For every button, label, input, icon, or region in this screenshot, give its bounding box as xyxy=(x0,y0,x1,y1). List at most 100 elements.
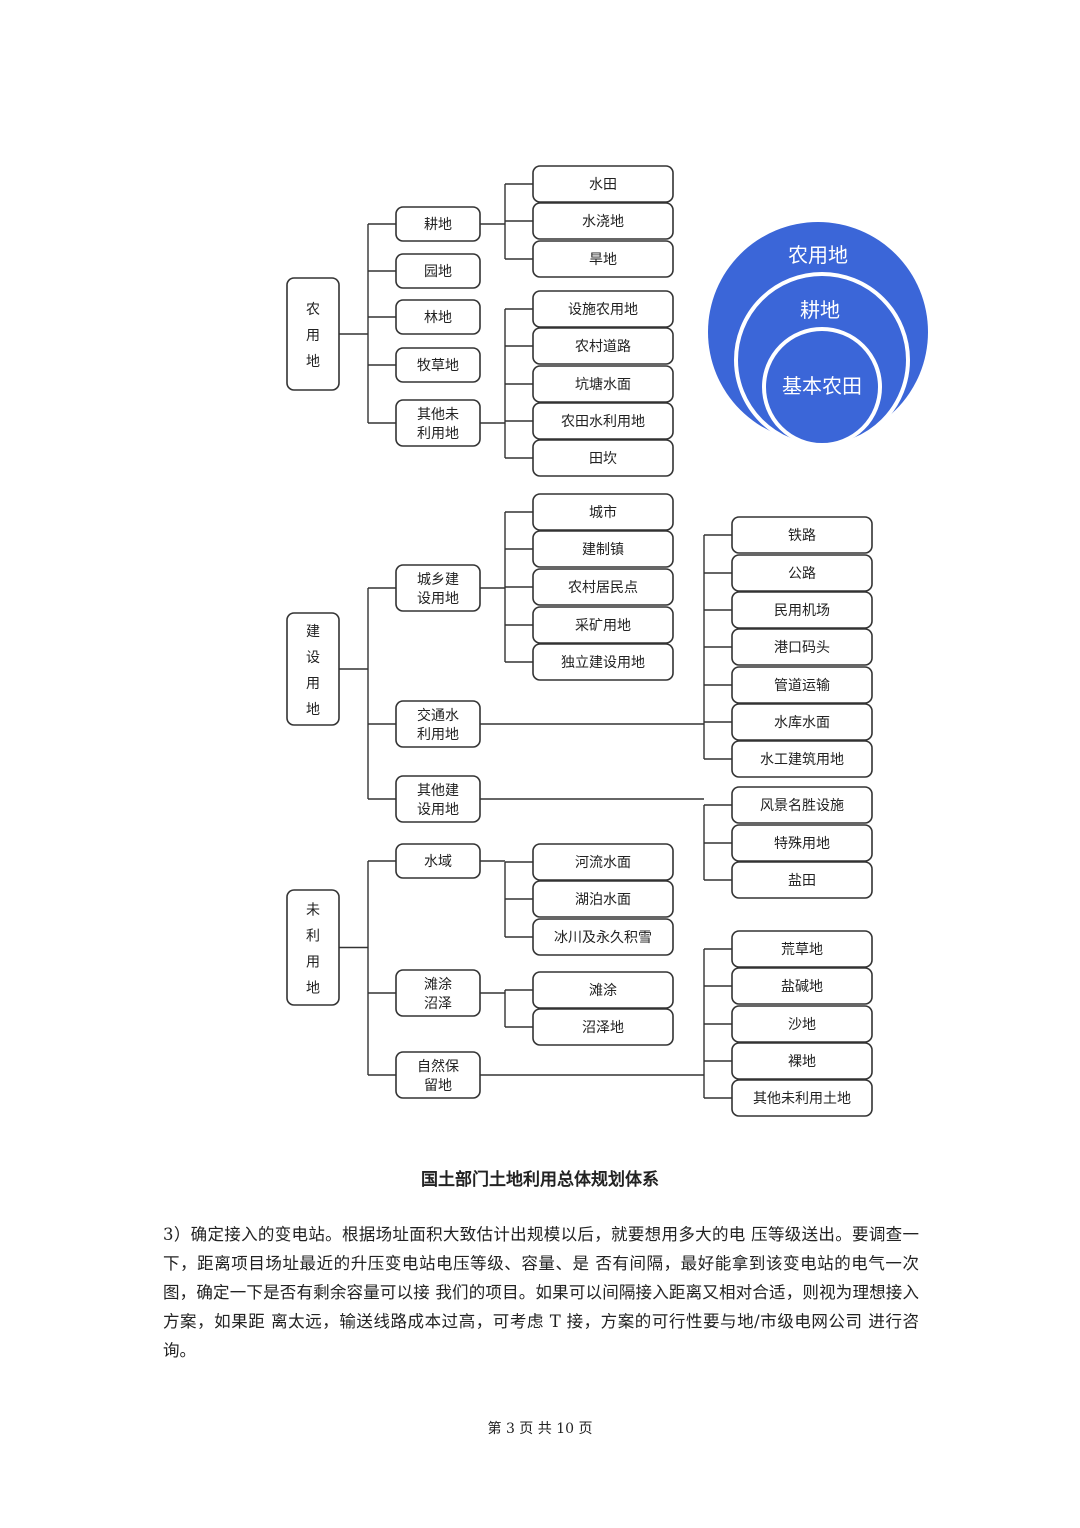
category-node: 水域 xyxy=(395,843,481,879)
leaf-node: 民用机场 xyxy=(731,591,873,629)
root-label-char: 用 xyxy=(306,676,320,692)
node-label: 风景名胜设施 xyxy=(760,798,844,814)
node-label: 沙地 xyxy=(788,1017,816,1033)
leaf-node: 冰川及永久积雪 xyxy=(532,918,674,956)
node-label: 盐田 xyxy=(788,873,816,889)
node-label: 水田 xyxy=(589,177,617,193)
root-label-char: 地 xyxy=(306,981,320,997)
node-label: 冰川及永久积雪 xyxy=(554,930,652,946)
node-label-line1: 其他未 xyxy=(417,407,459,423)
leaf-node: 沙地 xyxy=(731,1005,873,1043)
leaf-node: 铁路 xyxy=(731,516,873,554)
root-label-char: 地 xyxy=(306,354,320,370)
node-label: 其他未利用土地 xyxy=(753,1091,851,1107)
node-label-line2: 利用地 xyxy=(417,727,459,743)
root-label-char: 用 xyxy=(306,955,320,971)
root-label-char: 利 xyxy=(306,929,320,945)
node-label: 民用机场 xyxy=(774,603,830,619)
node-label-line1: 滩涂 xyxy=(424,977,452,993)
body-paragraph: 3）确定接入的变电站。根据场址面积大致估计出规模以后，就要想用多大的电 压等级送… xyxy=(163,1225,919,1360)
node-label: 坑塘水面 xyxy=(575,377,631,393)
leaf-node: 独立建设用地 xyxy=(532,643,674,681)
node-label: 水工建筑用地 xyxy=(760,752,844,768)
node-label-line2: 沼泽 xyxy=(424,996,452,1012)
leaf-node: 水库水面 xyxy=(731,703,873,741)
node-label: 城市 xyxy=(589,504,617,521)
node-label: 设施农用地 xyxy=(568,302,638,318)
leaf-node: 盐田 xyxy=(731,861,873,899)
node-label: 牧草地 xyxy=(417,358,459,374)
node-label: 田坎 xyxy=(589,451,617,467)
node-label: 沼泽地 xyxy=(582,1020,624,1036)
root-label-char: 用 xyxy=(306,328,320,344)
leaf-node: 其他未利用土地 xyxy=(731,1079,873,1117)
node-label: 湖泊水面 xyxy=(575,892,631,908)
node-label-line2: 设用地 xyxy=(417,591,459,607)
node-label: 水浇地 xyxy=(582,214,624,230)
leaf-node: 风景名胜设施 xyxy=(731,786,873,824)
circle-label-outer: 农用地 xyxy=(788,243,848,267)
leaf-node: 港口码头 xyxy=(731,628,873,666)
category-node: 园地 xyxy=(395,253,481,289)
root-label-char: 建 xyxy=(306,624,320,640)
root-label-char: 农 xyxy=(306,302,320,318)
leaf-node: 滩涂 xyxy=(532,971,674,1009)
circle-label-inner: 基本农田 xyxy=(782,374,862,398)
leaf-node: 水浇地 xyxy=(532,202,674,240)
node-label: 园地 xyxy=(424,264,452,280)
leaf-node: 建制镇 xyxy=(532,530,674,568)
node-label: 荒草地 xyxy=(781,942,823,958)
leaf-node: 湖泊水面 xyxy=(532,880,674,918)
node-label: 耕地 xyxy=(424,216,452,233)
node-label: 港口码头 xyxy=(774,640,830,656)
leaf-node: 特殊用地 xyxy=(731,824,873,862)
leaf-node: 农村道路 xyxy=(532,327,674,365)
leaf-node: 城市 xyxy=(532,493,674,531)
leaf-node: 坑塘水面 xyxy=(532,365,674,403)
leaf-node: 水田 xyxy=(532,165,674,203)
node-label: 水库水面 xyxy=(774,715,830,731)
leaf-node: 旱地 xyxy=(532,240,674,278)
concentric-circles-diagram: 农用地 耕地 基本农田 xyxy=(708,222,928,448)
node-label: 盐碱地 xyxy=(781,979,823,995)
node-label: 河流水面 xyxy=(575,855,631,871)
page-footer: 第 3 页 共 10 页 xyxy=(487,1421,593,1437)
root-label-char: 地 xyxy=(306,702,320,718)
circle-inner xyxy=(762,327,882,447)
node-label: 采矿用地 xyxy=(575,618,631,634)
category-node: 林地 xyxy=(395,299,481,335)
node-label: 水域 xyxy=(424,854,452,870)
root-label-char: 未 xyxy=(306,903,320,919)
node-label-line1: 城乡建 xyxy=(417,572,459,588)
leaf-node: 农村居民点 xyxy=(532,568,674,606)
leaf-node: 沼泽地 xyxy=(532,1008,674,1046)
leaf-node: 管道运输 xyxy=(731,666,873,704)
node-label-line1: 自然保 xyxy=(417,1058,459,1075)
figure-caption: 国土部门土地利用总体规划体系 xyxy=(421,1170,659,1190)
leaf-node: 河流水面 xyxy=(532,843,674,881)
node-label: 裸地 xyxy=(788,1054,816,1070)
leaf-node: 荒草地 xyxy=(731,930,873,968)
node-label-line1: 其他建 xyxy=(417,783,459,799)
circle-label-middle: 耕地 xyxy=(800,298,840,322)
node-label: 旱地 xyxy=(589,252,617,268)
leaf-node: 裸地 xyxy=(731,1042,873,1080)
node-label: 建制镇 xyxy=(582,542,624,558)
category-node: 耕地 xyxy=(395,206,481,242)
root-label-char: 设 xyxy=(306,650,320,666)
node-label-line2: 设用地 xyxy=(417,802,459,818)
leaf-node: 公路 xyxy=(731,554,873,592)
leaf-node: 设施农用地 xyxy=(532,290,674,328)
root-node: 建设用地 xyxy=(286,612,340,726)
leaf-node: 盐碱地 xyxy=(731,967,873,1005)
node-label-line2: 利用地 xyxy=(417,426,459,442)
node-label: 农村道路 xyxy=(575,339,631,355)
leaf-node: 田坎 xyxy=(532,439,674,477)
node-label: 农村居民点 xyxy=(568,580,638,596)
